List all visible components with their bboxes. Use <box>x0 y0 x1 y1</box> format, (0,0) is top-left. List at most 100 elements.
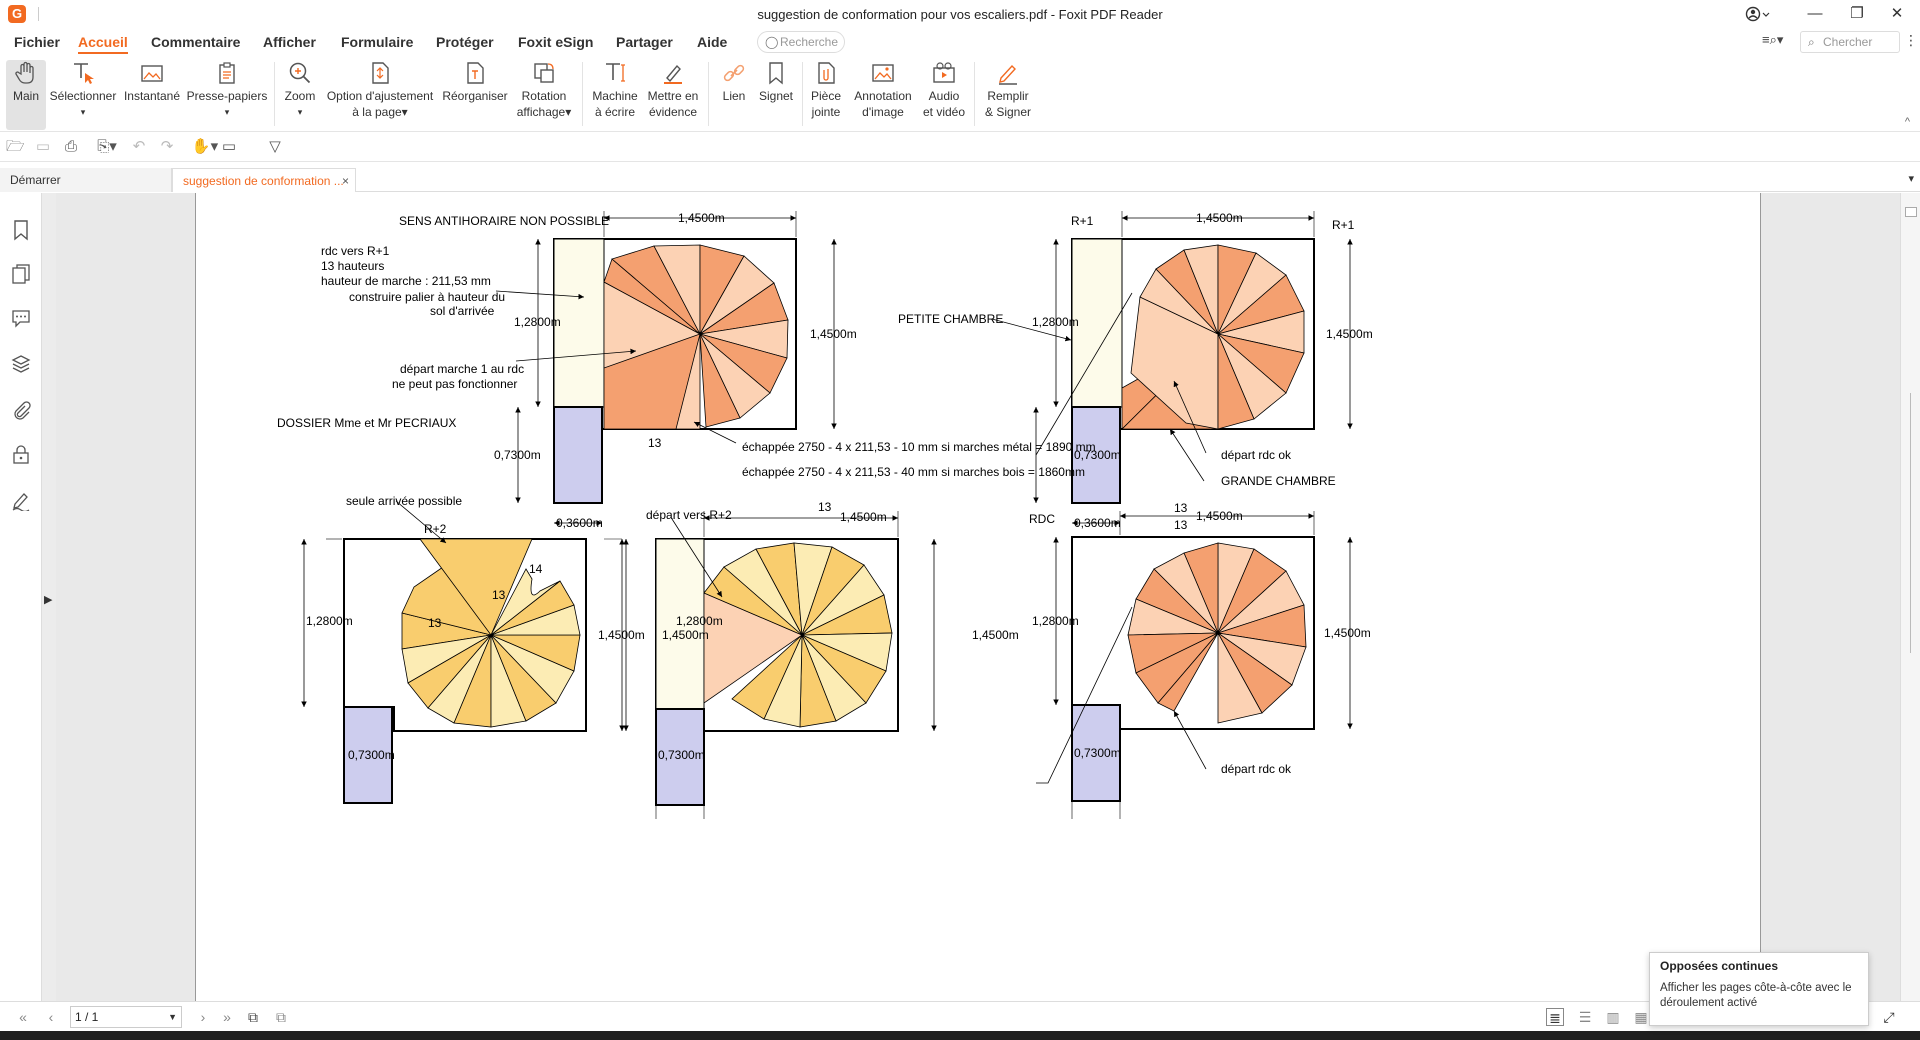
restore-icon[interactable]: ❐ <box>1850 5 1864 22</box>
label-step-13-b: 13 <box>492 588 506 602</box>
next-page-icon[interactable]: › <box>200 1009 206 1025</box>
facing-view-icon[interactable]: ▥ <box>1606 1009 1620 1025</box>
reorganize-icon <box>467 62 484 84</box>
lightbulb-icon: ◯ <box>765 35 779 49</box>
minimize-icon[interactable]: — <box>1807 5 1823 22</box>
tab-document[interactable]: suggestion de conformation ... × <box>172 168 356 192</box>
continuous-view-icon[interactable]: ☰ <box>1578 1009 1592 1025</box>
dim-top-left-height: 1,4500m <box>810 327 857 341</box>
menu-formulaire[interactable]: Formulaire <box>341 34 414 50</box>
hand-dropdown-icon[interactable]: ✋▾ <box>191 138 219 155</box>
link-button[interactable]: Lien <box>714 60 754 130</box>
tab-overflow-icon[interactable]: ▾ <box>1908 173 1914 185</box>
bookmarks-panel-icon[interactable] <box>10 219 32 241</box>
page-export-icon[interactable]: ⎘▾ <box>97 138 117 155</box>
page-number-input[interactable]: 1 / 1 ▼ <box>70 1006 182 1028</box>
save-icon[interactable]: ▭ <box>35 138 51 155</box>
menu-partager[interactable]: Partager <box>616 34 673 50</box>
security-panel-icon[interactable] <box>10 443 32 465</box>
panel-splitter[interactable]: ▶ <box>42 193 56 1001</box>
ribbon-separator <box>802 62 803 126</box>
previous-page-icon[interactable]: ‹ <box>48 1009 54 1025</box>
tab-start[interactable]: Démarrer <box>0 168 172 192</box>
ribbon-separator <box>974 62 975 126</box>
undo-icon[interactable]: ↶ <box>132 138 146 155</box>
tell-me-search[interactable]: ◯ Recherche <box>757 31 845 53</box>
close-tab-icon[interactable]: × <box>341 174 349 188</box>
document-view[interactable]: SENS ANTIHORAIRE NON POSSIBLE rdc vers R… <box>56 193 1900 1001</box>
bookmark-button[interactable]: Signet <box>756 60 796 130</box>
signatures-panel-icon[interactable] <box>10 489 32 511</box>
menu-aide[interactable]: Aide <box>697 34 728 50</box>
account-icon[interactable] <box>1736 0 1782 28</box>
scrollbar-track <box>1910 393 1911 653</box>
rotate-view-button[interactable]: Rotation affichage▾ <box>514 60 574 130</box>
label-step-13-f: 13 <box>1174 518 1188 532</box>
menu-commentaire[interactable]: Commentaire <box>151 34 241 50</box>
zoom-button[interactable]: Zoom ▾ <box>280 60 320 130</box>
layers-panel-icon[interactable] <box>10 353 32 375</box>
stair-plan-top-right <box>991 211 1353 526</box>
find-input[interactable]: ⌕ Chercher <box>1800 31 1900 53</box>
dim-bottom-middle-1280: 1,2800m <box>676 614 723 628</box>
pages-panel-icon[interactable] <box>10 263 32 285</box>
link-icon <box>723 64 745 82</box>
first-page-icon[interactable]: « <box>19 1009 27 1025</box>
single-page-view-icon[interactable]: ≣ <box>1546 1008 1564 1026</box>
close-icon[interactable]: ✕ <box>1890 5 1904 22</box>
zoom-icon <box>289 62 311 84</box>
zoom-label: Zoom <box>284 89 316 103</box>
reorganize-button[interactable]: Réorganiser <box>440 60 510 130</box>
label-13-hauteurs: 13 hauteurs <box>321 259 384 273</box>
label-sol-arrivee: sol d'arrivée <box>430 304 495 318</box>
image-annotation-button[interactable]: Annotation d'image <box>850 60 916 130</box>
page-dropdown-icon[interactable]: ▼ <box>168 1012 177 1022</box>
more-options-icon[interactable]: ⋮ <box>1904 32 1918 48</box>
menu-proteger[interactable]: Protéger <box>436 34 494 50</box>
link-label: Lien <box>722 89 746 103</box>
clipboard-button[interactable]: Presse-papiers ▾ <box>186 60 268 130</box>
select-button[interactable]: Sélectionner ▾ <box>48 60 118 130</box>
attachment-button[interactable]: Pièce jointe <box>806 60 846 130</box>
typewriter-label: Machine <box>592 89 638 103</box>
search-options-icon[interactable]: ≡⌕▾ <box>1762 32 1784 47</box>
audio-video-label-2: et vidéo <box>922 105 966 119</box>
redo-icon[interactable]: ↷ <box>160 138 174 155</box>
fullscreen-icon[interactable]: ⤢ <box>1883 1009 1895 1025</box>
fill-sign-button[interactable]: Remplir & Signer <box>980 60 1036 130</box>
vertical-scrollbar[interactable] <box>1900 193 1920 1001</box>
expand-panel-icon[interactable]: ▶ <box>44 594 53 606</box>
snapshot-button[interactable]: Instantané <box>122 60 182 130</box>
stair-plan-bottom-middle <box>623 511 937 819</box>
previous-view-icon[interactable]: ⧉ <box>248 1009 258 1025</box>
menu-fichier[interactable]: Fichier <box>14 34 60 50</box>
highlight-button[interactable]: Mettre en évidence <box>644 60 702 130</box>
print-icon[interactable]: ⎙ <box>64 138 77 155</box>
next-view-icon[interactable]: ⧉ <box>276 1009 286 1025</box>
comments-panel-icon[interactable] <box>10 307 32 329</box>
attachments-panel-icon[interactable] <box>10 399 32 421</box>
dim-top-right-1280: 1,2800m <box>1032 315 1079 329</box>
dim-top-left-1280: 1,2800m <box>514 315 561 329</box>
ribbon-separator <box>708 62 709 126</box>
typewriter-button[interactable]: Machine à écrire <box>588 60 642 130</box>
menu-foxit-esign[interactable]: Foxit eSign <box>518 34 594 50</box>
attachment-label-2: jointe <box>811 105 841 119</box>
customize-toolbar-icon[interactable]: ▽ <box>269 138 281 155</box>
fit-page-button[interactable]: Option d'ajustement à la page▾ <box>324 60 436 130</box>
menu-accueil[interactable]: Accueil <box>78 34 128 54</box>
last-page-icon[interactable]: » <box>223 1009 231 1025</box>
open-file-icon[interactable]: 🗁 <box>6 138 25 155</box>
scrollbar-thumb[interactable] <box>1905 207 1917 217</box>
label-depart-vers-r2: départ vers R+2 <box>646 508 732 522</box>
rectangle-icon[interactable]: ▭ <box>221 138 237 155</box>
clipboard-label: Presse-papiers <box>186 89 268 103</box>
collapse-ribbon-icon[interactable]: ^ <box>1904 116 1910 128</box>
dim-top-right-0360: 0,3600m <box>1074 516 1121 530</box>
audio-video-button[interactable]: Audio et vidéo <box>920 60 968 130</box>
hand-tool-button[interactable]: Main <box>6 60 46 130</box>
continuous-facing-view-icon[interactable]: ▦ <box>1634 1009 1648 1025</box>
menu-afficher[interactable]: Afficher <box>263 34 316 50</box>
label-dossier: DOSSIER Mme et Mr PECRIAUX <box>277 416 456 430</box>
